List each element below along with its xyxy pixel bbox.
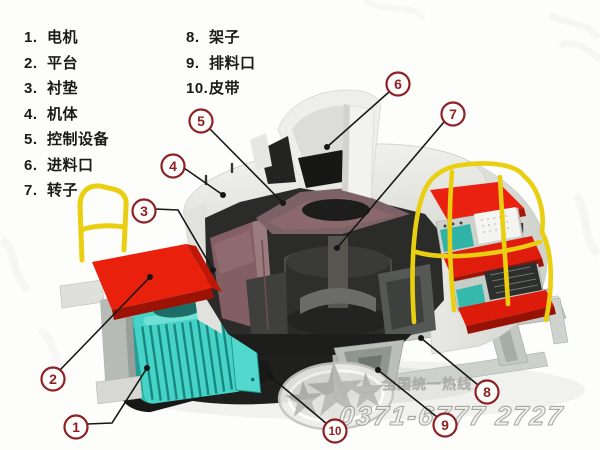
- leader-dot: [280, 200, 286, 206]
- legend-item-number: 10.: [186, 80, 209, 97]
- legend-item-number: 8.: [186, 29, 200, 46]
- legend-item-label: 进料口: [47, 156, 94, 174]
- legend-item-label: 机体: [47, 105, 79, 123]
- legend-item: 1. 电机: [24, 25, 109, 51]
- callout-number: 6: [394, 76, 402, 92]
- callout-6-进料口: 6: [324, 71, 411, 150]
- star-emblem: [277, 361, 395, 431]
- callout-number: 4: [169, 158, 177, 174]
- callout-10-皮带: 10: [268, 374, 348, 444]
- leader-dot: [268, 374, 274, 380]
- legend-item: 6. 进料口: [24, 153, 109, 179]
- legend-item: 7. 转子: [24, 178, 109, 204]
- leader-dot: [144, 365, 150, 371]
- callout-4-机体: 4: [160, 153, 226, 198]
- leader-line: [86, 367, 148, 425]
- legend-column-1: 1. 电机 2. 平台 3. 衬垫 4. 机体 5. 控制设备 6. 进料口 7. 转子: [24, 25, 109, 204]
- leader-line: [420, 337, 479, 386]
- callout-number: 9: [441, 417, 449, 433]
- legend-item: 10.皮带: [186, 76, 256, 102]
- legend-item: 3. 衬垫: [24, 76, 109, 102]
- callout-number: 10: [329, 426, 342, 438]
- callout-circle: [131, 198, 157, 224]
- legend-item-label: 衬垫: [47, 80, 79, 97]
- callout-circle: [385, 71, 411, 97]
- callout-circle: [440, 101, 466, 127]
- leader-dot: [334, 245, 340, 251]
- callout-layer: 1 2 3 4 5 6 7 8 9 10: [40, 71, 500, 444]
- legend-item-number: 9.: [186, 54, 200, 72]
- callout-3-衬垫: 3: [131, 198, 216, 273]
- legend-item-number: 5.: [24, 131, 38, 148]
- legend-item-label: 排料口: [209, 54, 256, 72]
- legend-item-number: 7.: [24, 182, 38, 199]
- feed-hopper: [250, 89, 382, 199]
- legend-item-label: 控制设备: [47, 131, 110, 148]
- callout-number: 3: [140, 203, 148, 219]
- legend-item-number: 2.: [24, 54, 38, 72]
- callout-1-电机: 1: [63, 365, 150, 440]
- callout-8-架子: 8: [418, 335, 500, 405]
- callout-number: 2: [49, 371, 57, 387]
- legend-item-label: 转子: [47, 182, 79, 199]
- legend-item-number: 4.: [24, 105, 38, 123]
- legend-item: 5. 控制设备: [24, 127, 109, 153]
- background-watermark-texture: [0, 0, 600, 382]
- callout-7-转子: 7: [334, 101, 466, 251]
- legend-item-label: 架子: [209, 29, 241, 46]
- leader-line: [154, 208, 214, 271]
- legend-item: 9. 排料口: [186, 51, 256, 77]
- callout-9-排料口: 9: [375, 367, 458, 438]
- watermark-hotline-text: 全国统一热线: [381, 376, 472, 392]
- callout-circle: [160, 153, 186, 179]
- star-icon: [285, 380, 323, 417]
- callout-5-控制设备: 5: [188, 108, 286, 206]
- leader-dot: [147, 274, 153, 280]
- leader-line: [270, 376, 328, 425]
- legend-item: 4. 机体: [24, 102, 109, 128]
- callout-circle: [188, 108, 214, 134]
- callout-number: 1: [72, 419, 80, 435]
- leader-line: [326, 91, 390, 148]
- left-railing: [77, 183, 129, 263]
- legend-item-number: 3.: [24, 80, 38, 97]
- legend-item-label: 平台: [47, 54, 79, 72]
- callout-2-平台: 2: [40, 274, 153, 392]
- callout-circle: [322, 418, 348, 444]
- callout-number: 5: [197, 113, 205, 129]
- leader-line: [336, 121, 445, 249]
- leader-dot: [324, 144, 330, 150]
- callout-number: 8: [483, 384, 491, 400]
- leader-line: [377, 369, 438, 418]
- leader-dot: [210, 267, 216, 273]
- legend-item: 2. 平台: [24, 51, 109, 77]
- callout-circle: [474, 379, 500, 405]
- leader-line: [209, 128, 284, 204]
- leader-dot: [220, 192, 226, 198]
- leader-dot: [418, 335, 424, 341]
- legend-item-label: 电机: [47, 29, 79, 46]
- callout-circle: [63, 414, 89, 440]
- callout-number: 7: [449, 106, 457, 122]
- legend-item-label: 皮带: [209, 80, 241, 97]
- right-railing: [410, 161, 554, 325]
- right-stairs-platform: [410, 161, 556, 334]
- leader-line: [59, 276, 151, 371]
- cutaway-interior: [205, 188, 444, 356]
- leader-dot: [375, 367, 381, 373]
- legend-item: 8. 架子: [186, 25, 256, 51]
- callout-circle: [432, 412, 458, 438]
- star-icon: [347, 372, 386, 409]
- legend-item-number: 1.: [24, 29, 38, 46]
- star-icon: [306, 361, 364, 417]
- callout-circle: [40, 366, 66, 392]
- leader-line: [183, 167, 224, 196]
- legend-item-number: 6.: [24, 156, 38, 174]
